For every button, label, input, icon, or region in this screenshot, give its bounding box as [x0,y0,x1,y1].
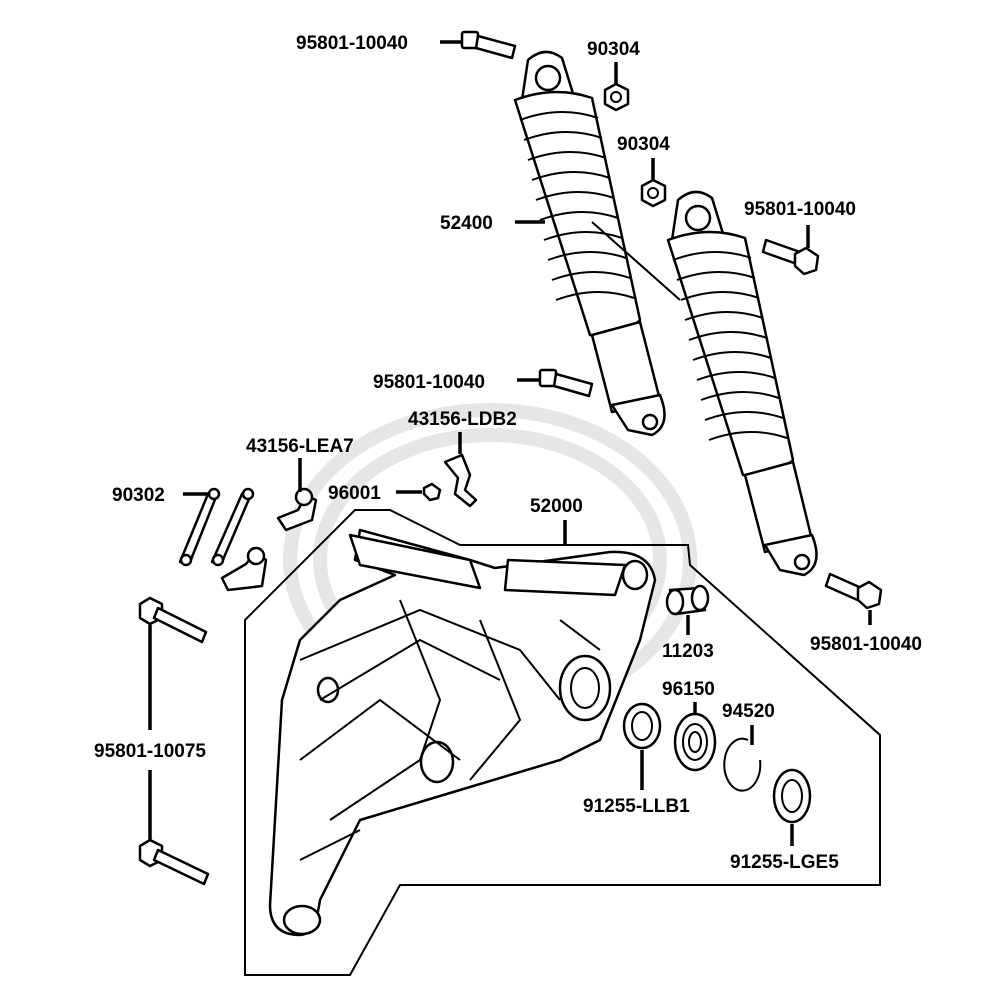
label-bolt-small: 96001 [328,483,381,504]
bracket-lea7[interactable] [220,487,318,592]
label-seal-lge5: 91255-LGE5 [730,852,839,873]
label-bracket-ldb2: 43156-LDB2 [408,409,517,430]
swing-arm-outline [244,509,881,976]
label-nut-top: 90304 [587,39,640,60]
label-swing-arm: 52000 [530,496,583,517]
nut-mid[interactable] [640,178,667,208]
label-circlip: 94520 [722,701,775,722]
circlip[interactable] [723,737,762,792]
label-seal-llb1: 91255-LLB1 [583,796,690,817]
oil-seal-lge5[interactable] [772,768,812,824]
swing-arm[interactable] [268,528,657,937]
label-bearing: 96150 [662,679,715,700]
bolt-top-left[interactable] [460,30,517,60]
label-bolt-top-right: 95801-10040 [744,199,856,220]
label-bolt-mid: 95801-10040 [373,372,485,393]
bolt-bottom-right[interactable] [824,572,883,610]
nut-top[interactable] [603,82,630,112]
label-bracket-lea7: 43156-LEA7 [246,436,354,457]
label-bolt-bottom-right: 95801-10040 [810,634,922,655]
label-bolt-top-left: 95801-10040 [296,33,408,54]
label-shock-absorber: 52400 [440,213,493,234]
label-nut-mid: 90304 [617,134,670,155]
bolt-long-bottom[interactable] [138,838,210,886]
label-link-plate: 90302 [112,485,165,506]
bolt-top-right[interactable] [761,238,820,276]
bolt-mid[interactable] [538,368,594,398]
bolt-long-top[interactable] [138,596,208,644]
label-bushing: 11203 [662,641,714,662]
shock-absorber-left[interactable] [513,50,666,437]
bearing[interactable] [673,712,717,772]
bracket-ldb2[interactable] [443,453,478,508]
link-plates[interactable] [178,487,255,567]
shock-absorber-right[interactable] [666,190,818,577]
oil-seal-llb1[interactable] [622,702,662,750]
bolt-small[interactable] [422,482,442,502]
label-bolt-long: 95801-10075 [94,741,206,762]
leader-shock-connect [591,221,681,301]
bushing[interactable] [665,584,710,616]
